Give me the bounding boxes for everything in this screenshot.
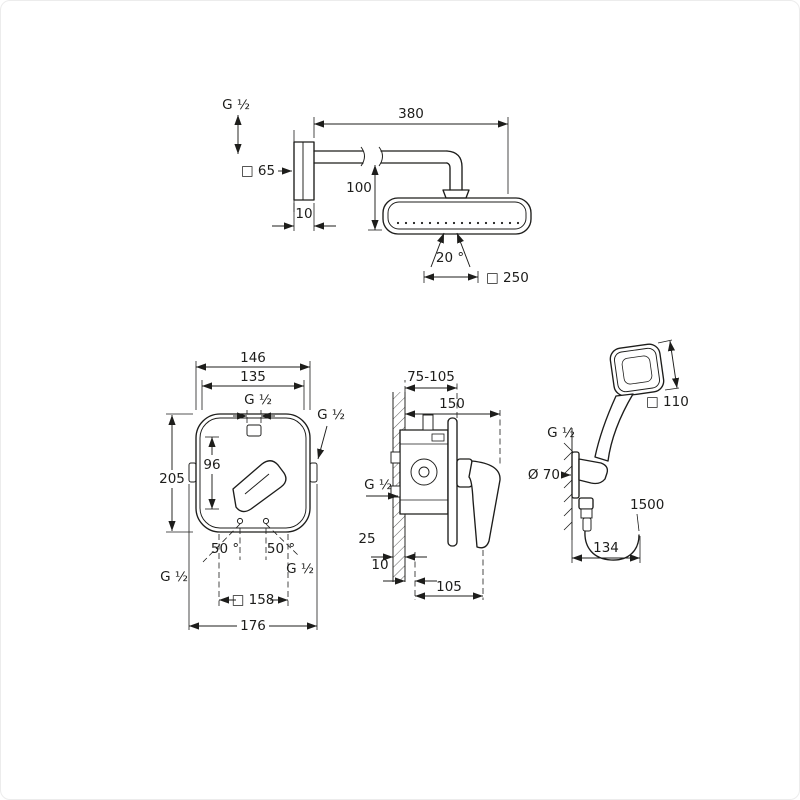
- hose-nut: [580, 508, 593, 519]
- top-connection-stub: [422, 414, 434, 431]
- dim-angle-left-label: 50 °: [211, 541, 239, 557]
- dim-wall-min-label: 25: [358, 531, 375, 547]
- mixer-lever-side: [468, 460, 501, 549]
- thread-leader: [563, 442, 574, 453]
- hand-shower-head: [609, 343, 665, 397]
- supply-elbow: [390, 485, 401, 498]
- dim-center-height-label: 96: [203, 457, 220, 473]
- dim-wall-offset-label: 134: [593, 540, 619, 556]
- dim-thread-bottom-right-label: G ½: [286, 561, 314, 577]
- hand-shower-head-inner: [613, 347, 661, 393]
- mixer-side-view: 75-105 150 G ½ 25 10 105: [358, 369, 501, 600]
- hand-head-size-dim-line: [667, 340, 680, 389]
- hand-shower-face-detail: [621, 355, 653, 385]
- dim-depth-total-label: 150: [439, 396, 465, 412]
- dim-arm-projection-label: 380: [398, 106, 424, 122]
- hose-connector: [582, 517, 592, 532]
- dim-hand-head-size-label: □ 110: [646, 394, 689, 410]
- spray-angle-line: [430, 232, 445, 268]
- dim-thread-side-label: G ½: [317, 407, 345, 423]
- diverter-button: [246, 424, 262, 437]
- dim-head-drop-label: 100: [346, 180, 372, 196]
- mixer-lever-front: [232, 460, 287, 513]
- side-port-left: [188, 462, 197, 483]
- arm-elbow-inner: [446, 162, 451, 191]
- body-detail-rect: [431, 433, 445, 442]
- dim-angle-right-label: 50 °: [267, 541, 295, 557]
- shower-arm-flange: [293, 141, 315, 201]
- outlet-elbow: [578, 497, 594, 510]
- lever-detail-line: [244, 473, 270, 495]
- dim-spray-angle-label: 20 °: [436, 250, 464, 266]
- head-shower-view: G ½ □ 65 380 100 10 20 ° □ 250: [222, 97, 532, 286]
- head-connector-cap: [442, 189, 470, 199]
- dim-rough-in-label: □ 158: [232, 592, 275, 608]
- spray-nozzles: [396, 221, 520, 225]
- dim-side-thread-label: G ½: [364, 477, 392, 493]
- pipe-break-mark: [378, 146, 383, 167]
- dim-thread-top-label: G ½: [244, 392, 272, 408]
- hose-length-leader: [636, 513, 640, 532]
- dim-plate-gap-label: 10: [371, 557, 388, 573]
- dim-hose-length-label: 1500: [630, 497, 664, 513]
- thread-side-leader: [317, 425, 328, 460]
- hand-shower-head-outer: [609, 343, 665, 397]
- dim-head-size-label: □ 250: [486, 270, 529, 286]
- head-shower-face: [387, 201, 527, 230]
- dim-holder-diameter-label: Ø 70: [528, 467, 560, 483]
- dim-arm-thread-label: G ½: [222, 97, 250, 113]
- trim-plate-outer: [195, 413, 311, 533]
- dim-thread-bottom-left-label: G ½: [160, 569, 188, 585]
- trim-plate-inner: [199, 417, 307, 529]
- wall-hatch-marks: [563, 451, 573, 531]
- spray-angle-line: [456, 232, 471, 268]
- pipe-break-mark: [360, 146, 365, 167]
- angle-reference-line: [265, 523, 301, 558]
- hand-shower-handle: [594, 393, 634, 462]
- arm-elbow-outer: [446, 150, 463, 191]
- ext-tick: [657, 339, 673, 344]
- dim-overall-width-label: 176: [240, 618, 266, 634]
- dim-flange-depth-label: 10: [295, 206, 312, 222]
- dim-install-depth-label: 75-105: [407, 369, 455, 385]
- dim-width-inner-label: 135: [240, 369, 266, 385]
- side-port-right: [309, 462, 318, 483]
- hand-shower-view: □ 110 G ½ Ø 70 1500 134: [528, 339, 689, 563]
- ext-tick: [664, 387, 680, 391]
- dim-flange-size-label: □ 65: [241, 163, 275, 179]
- holder-wall-flange: [571, 451, 580, 499]
- cartridge-circle-inner: [418, 466, 430, 478]
- dim-width-top-label: 146: [240, 350, 266, 366]
- dim-hand-thread-label: G ½: [547, 425, 575, 441]
- trim-plate-side: [447, 417, 458, 547]
- outlet-port: [236, 517, 244, 525]
- holder-clip: [578, 458, 609, 485]
- dim-plate-height-label: 205: [159, 471, 185, 487]
- mixer-front-view: 146 135 G ½ G ½ 96 205 50 ° 50 ° G: [159, 350, 345, 634]
- dim-lever-projection-label: 105: [436, 579, 462, 595]
- outlet-port: [262, 517, 270, 525]
- cartridge-circle: [410, 458, 438, 486]
- supply-elbow: [390, 451, 401, 464]
